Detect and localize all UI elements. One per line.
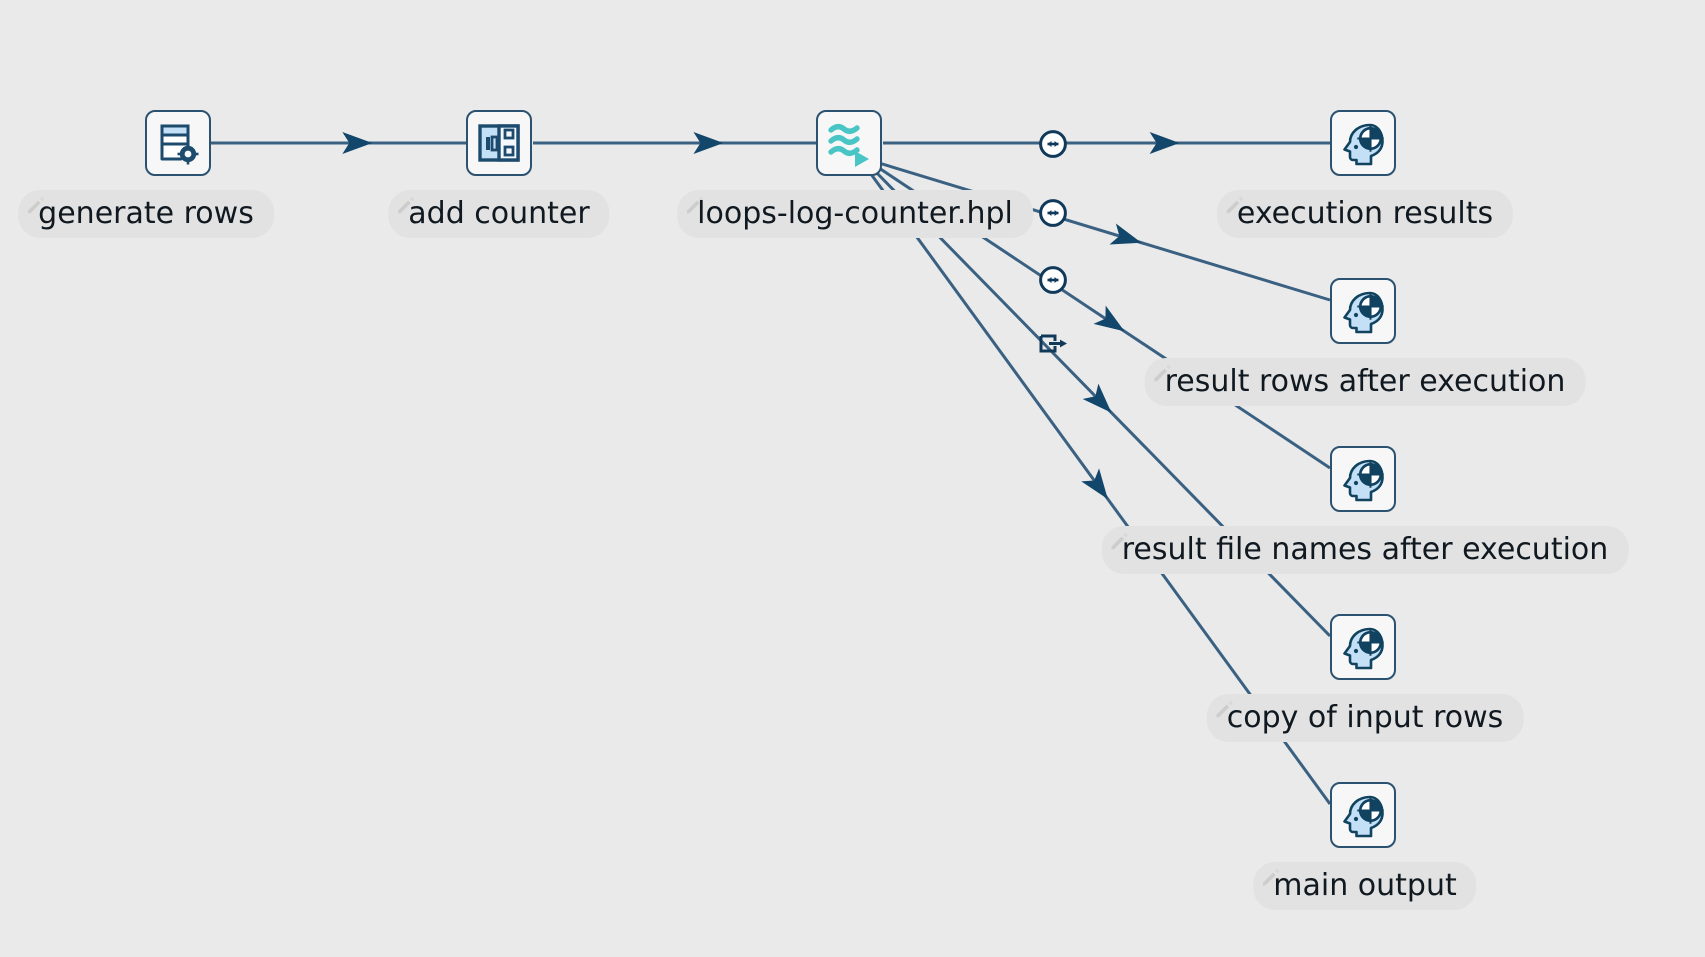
transform-node-add-counter[interactable] [466,110,532,176]
hop-hop-generate-to-counter[interactable] [180,132,466,154]
transform-label-loops-log-counter[interactable]: loops-log-counter.hpl [677,190,1033,238]
add-counter-icon [477,123,521,163]
hop-arrowhead [693,132,724,154]
transform-node-execution-results[interactable] [1330,110,1396,176]
pencil-icon [1154,364,1171,382]
head-target-icon [1340,288,1386,334]
transform-label-text: execution results [1236,196,1494,231]
transform-label-copy-of-input-rows[interactable]: copy of input rows [1206,694,1524,742]
pencil-icon [1111,532,1128,550]
transform-node-result-file-names-after-execution[interactable] [1330,446,1396,512]
transform-node-loops-log-counter[interactable] [816,110,882,176]
pencil-icon [27,196,45,214]
hop-arrowhead [1149,132,1180,154]
exchange-icon[interactable] [1038,198,1068,228]
transform-node-generate-rows[interactable] [145,110,211,176]
exchange-icon[interactable] [1038,129,1068,159]
transform-label-text: result file names after execution [1121,532,1609,567]
transform-label-result-rows-after-execution[interactable]: result rows after execution [1144,358,1586,406]
hop-arrowhead [1082,383,1112,413]
pencil-icon [1226,196,1244,214]
transform-node-copy-of-input-rows[interactable] [1330,614,1396,680]
pencil-icon [1216,700,1233,718]
hop-arrowhead [1093,305,1125,332]
exchange-icon[interactable] [1038,265,1068,295]
transform-label-result-file-names-after-execution[interactable]: result file names after execution [1101,526,1629,574]
transform-node-main-output[interactable] [1330,782,1396,848]
transform-label-text: generate rows [38,196,254,231]
head-target-icon [1340,120,1386,166]
transform-label-main-output[interactable]: main output [1253,862,1477,910]
transform-label-text: result rows after execution [1164,364,1566,399]
head-target-icon [1340,624,1386,670]
hop-hop-pipeline-to-execution-results[interactable] [883,132,1330,154]
transform-node-result-rows-after-execution[interactable] [1330,278,1396,344]
transform-label-add-counter[interactable]: add counter [388,190,610,238]
hop-arrowhead [342,132,373,154]
rows-gear-icon [155,120,201,166]
pencil-icon [1263,868,1280,886]
head-target-icon [1340,456,1386,502]
pencil-icon [398,196,415,214]
transform-label-text: copy of input rows [1226,700,1504,735]
head-target-icon [1340,792,1386,838]
transform-label-text: loops-log-counter.hpl [697,196,1013,231]
hop-hop-counter-to-pipeline[interactable] [533,132,816,154]
output-box-arrow-icon[interactable] [1038,331,1068,361]
hop-arrowhead [1109,223,1142,245]
transform-label-generate-rows[interactable]: generate rows [18,190,274,238]
hop-arrowhead [1081,468,1108,500]
transform-label-text: main output [1273,868,1457,903]
transform-label-text: add counter [408,196,590,231]
pencil-icon [686,196,704,214]
transform-label-execution-results[interactable]: execution results [1216,190,1514,238]
pipeline-run-icon [824,118,874,168]
